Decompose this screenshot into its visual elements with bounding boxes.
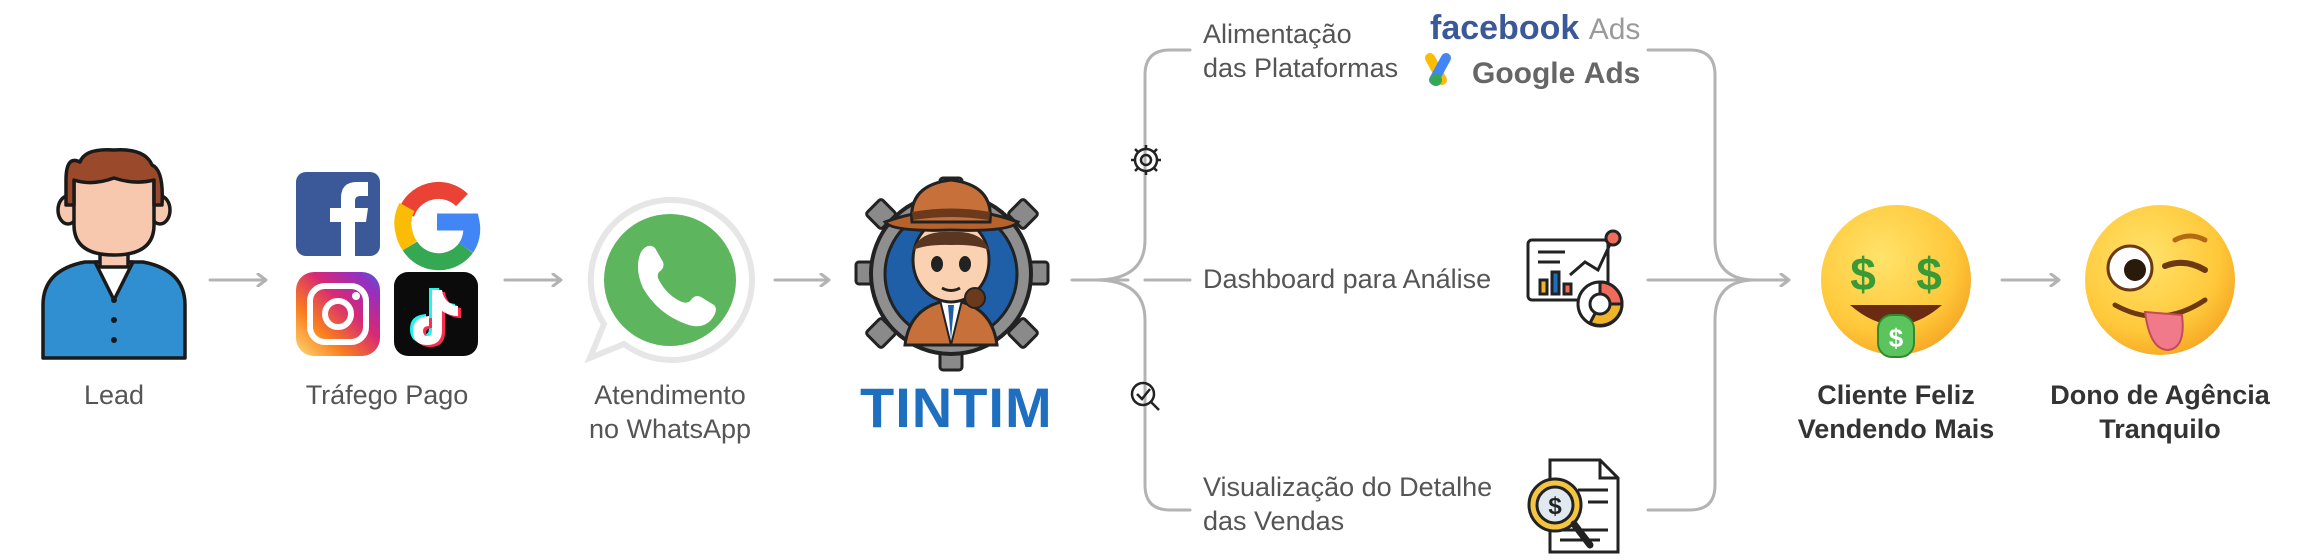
dashboard-label: Dashboard para Análise [1203,264,1492,294]
tiktok-icon [394,272,478,356]
agency-owner-label: Dono de Agência Tranquilo [2040,378,2280,446]
money-face-emoji: $ $ $ [1821,205,1971,358]
sales-detail-line2: das Vendas [1203,506,1345,536]
branch-from-tintim [1070,48,1192,512]
svg-text:$: $ [1916,248,1942,300]
svg-text:$: $ [1548,493,1562,520]
lead-label: Lead [83,380,145,410]
sales-detail-line1: Visualização do Detalhe [1203,472,1493,502]
connector-arrows [208,48,2058,512]
facebook-ads-logo: facebook Ads [1430,8,1640,50]
happy-client-label: Cliente Feliz Vendendo Mais [1786,378,2006,446]
happy-client-line2: Vendendo Mais [1797,414,1995,444]
person-icon [41,148,187,360]
whatsapp-label-line1: Atendimento [594,380,746,410]
sales-document-icon: $ [1527,458,1620,554]
google-wordmark: Google [1472,57,1576,90]
magnifier-check-icon [1130,381,1160,411]
google-ads-logo [1425,53,1451,86]
tintim-detective-icon [854,176,1050,372]
whatsapp-label: Atendimento no WhatsApp [565,378,775,446]
platform-feed-line1: Alimentação [1203,19,1352,49]
facebook-ads-suffix: Ads [1588,13,1641,46]
sales-detail-label: Visualização do Detalhe das Vendas [1203,470,1492,538]
dashboard-chart-icon [1526,229,1624,328]
facebook-wordmark: facebook [1430,9,1580,47]
agency-owner-line2: Tranquilo [2099,414,2221,444]
happy-client-line1: Cliente Feliz [1817,380,1975,410]
svg-text:$: $ [1889,323,1904,353]
platform-feed-label: Alimentação das Plataformas [1203,17,1398,85]
facebook-icon [296,172,380,256]
svg-text:$: $ [1850,248,1876,300]
whatsapp-label-line2: no WhatsApp [588,414,752,444]
platform-feed-line2: das Plataformas [1203,53,1399,83]
agency-owner-line1: Dono de Agência [2050,380,2270,410]
tintim-brand-label: TINTIM [860,376,1053,439]
whatsapp-icon [584,196,755,364]
google-icon [394,181,481,271]
instagram-icon [296,272,380,356]
gear-icon [1131,145,1161,175]
paid-traffic-label: Tráfego Pago [305,380,469,410]
wink-tongue-emoji [2085,205,2235,355]
google-ads-suffix: Ads [1583,57,1641,90]
google-ads-wordmark: Google Ads [1472,54,1640,94]
